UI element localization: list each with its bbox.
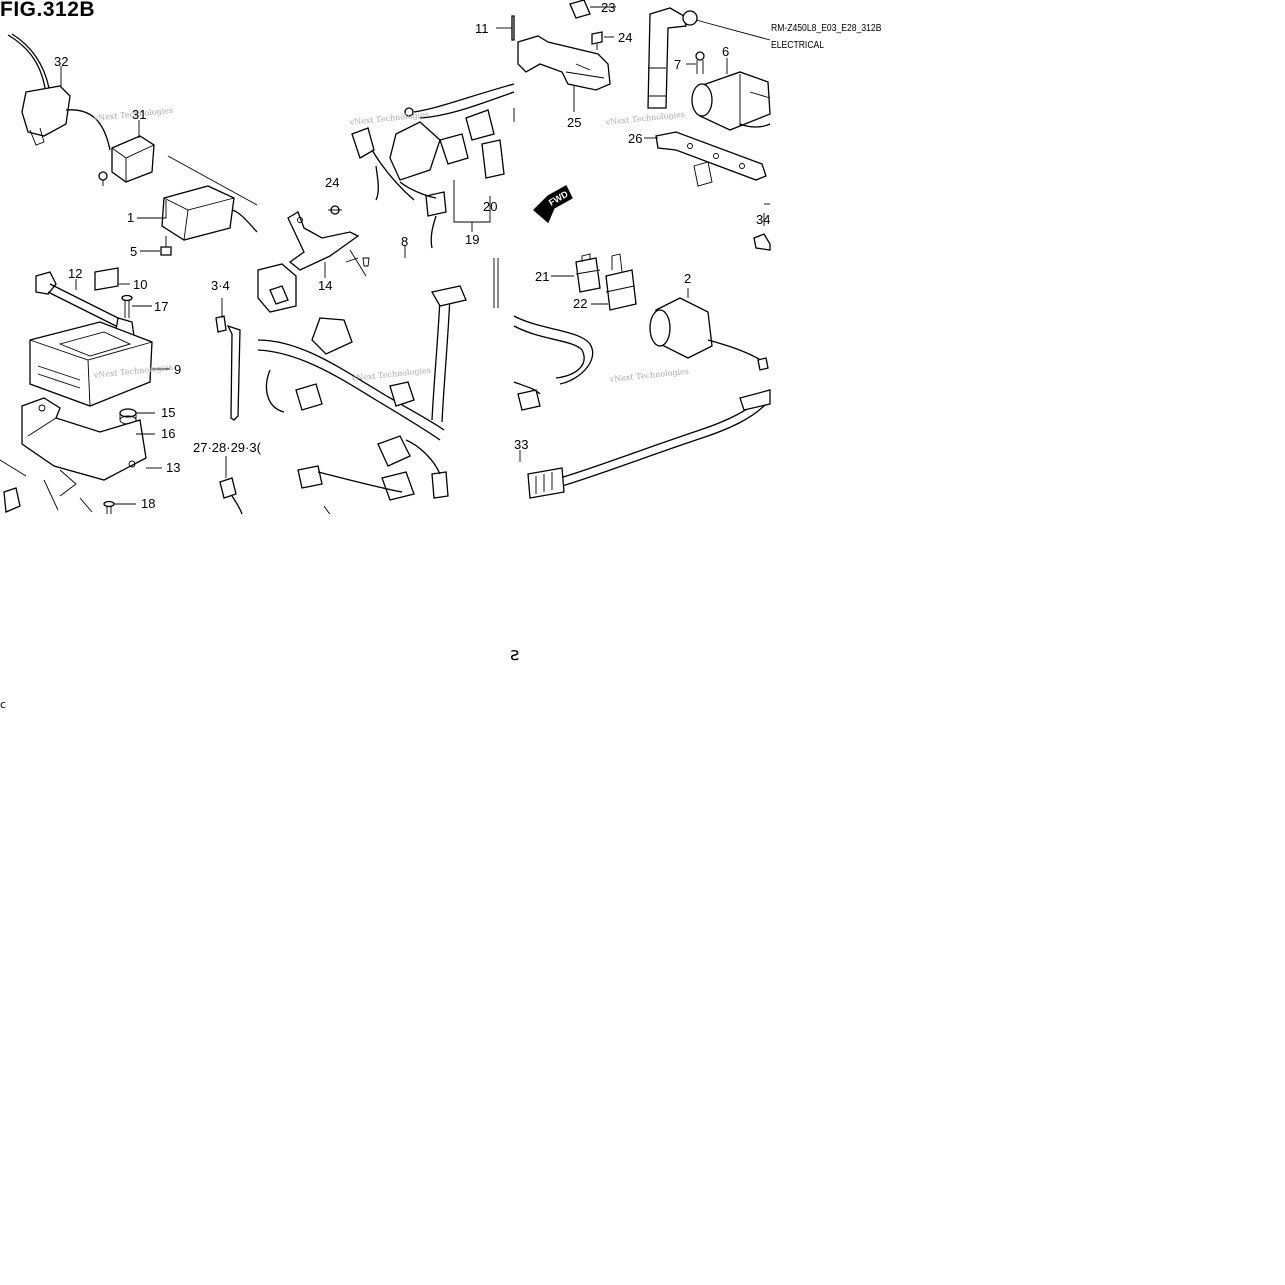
part-13-bracket	[21, 397, 147, 513]
callout-20: 20	[483, 199, 497, 214]
watermark-5: vNext Technologies	[604, 110, 685, 127]
callout-2: 2	[684, 271, 691, 286]
callout-13: 13	[166, 460, 180, 475]
callout-24-center: 24	[325, 175, 339, 190]
section-name: ELECTRICAL	[771, 40, 825, 51]
callout-18: 18	[141, 496, 155, 511]
callout-12: 12	[68, 266, 82, 281]
part-7-bolt	[695, 51, 705, 74]
fwd-arrow: FWD	[533, 185, 573, 224]
part-6-ignition-coil	[691, 71, 771, 131]
callout-24-right: 24	[618, 30, 632, 45]
callout-7: 7	[674, 57, 681, 72]
callout-22: 22	[573, 296, 587, 311]
part-5-bolt	[160, 236, 172, 256]
callout-26: 26	[628, 131, 642, 146]
stray-glyph-2: c	[0, 698, 6, 711]
part-26-bracket	[655, 131, 767, 187]
callout-21: 21	[535, 269, 549, 284]
part-31-relay	[98, 135, 155, 186]
callout-14: 14	[318, 278, 332, 293]
callout-11: 11	[475, 21, 489, 36]
part-14-bracket	[287, 211, 370, 277]
part-34-bracket	[753, 203, 771, 251]
part-8-harness	[351, 83, 515, 258]
callout-9: 9	[174, 362, 181, 377]
leader-lines	[60, 6, 765, 505]
callout-32: 32	[54, 54, 68, 69]
part-21-coupler	[575, 253, 601, 293]
callout-3-4: 3·4	[211, 278, 230, 293]
part-18-screw	[103, 500, 115, 514]
callout-23: 23	[601, 0, 615, 15]
part-27-30-coupler	[219, 456, 243, 515]
figure-title: FIG.312B	[0, 0, 96, 21]
part-24-bolt-center	[328, 205, 342, 215]
part-32-switch	[7, 33, 111, 151]
callout-6: 6	[722, 44, 729, 59]
callout-8: 8	[401, 234, 408, 249]
model-code: RM-Z450L8_E03_E28_312B	[771, 23, 882, 34]
callout-17: 17	[154, 299, 168, 314]
part-1-regulator	[161, 155, 258, 241]
part-11-bracket	[496, 15, 515, 122]
stray-glyph-1: ƨ	[510, 644, 519, 665]
callout-15: 15	[161, 405, 175, 420]
callout-34: 34	[756, 212, 770, 227]
part-22-coupler	[605, 253, 637, 311]
watermark-6: vNext Technologies	[608, 367, 689, 384]
part-17-screw	[121, 294, 133, 318]
part-24-bolt-right	[591, 31, 603, 50]
part-3-4-clamp	[215, 298, 241, 421]
part-25-bracket	[517, 35, 611, 112]
callout-25: 25	[567, 115, 581, 130]
watermark-4: vNext Technologies	[350, 366, 431, 383]
part-33-harness	[513, 315, 771, 499]
callout-33: 33	[514, 437, 528, 452]
part-10-pad	[94, 267, 119, 291]
center-main-harness	[257, 258, 499, 515]
part-plug-cap	[647, 7, 771, 109]
callout-31: 31	[132, 107, 146, 122]
callout-5: 5	[130, 244, 137, 259]
callout-1: 1	[127, 210, 134, 225]
callout-16: 16	[161, 426, 175, 441]
part-9-ecm	[29, 321, 153, 407]
callout-labels: 32 31 1 5 12 10 17 9 15 16 13 18 24 14 8…	[54, 0, 770, 511]
callout-19: 19	[465, 232, 479, 247]
callout-27-30: 27·28·29·3(	[193, 440, 262, 455]
coupler-bottom-left	[0, 459, 27, 513]
callout-10: 10	[133, 277, 147, 292]
watermarks: vNext Technologies vNext Technologies vN…	[92, 106, 689, 384]
part-15-grommet	[119, 408, 137, 425]
part-2-sensor	[649, 288, 769, 371]
part-23-clip	[569, 0, 591, 19]
